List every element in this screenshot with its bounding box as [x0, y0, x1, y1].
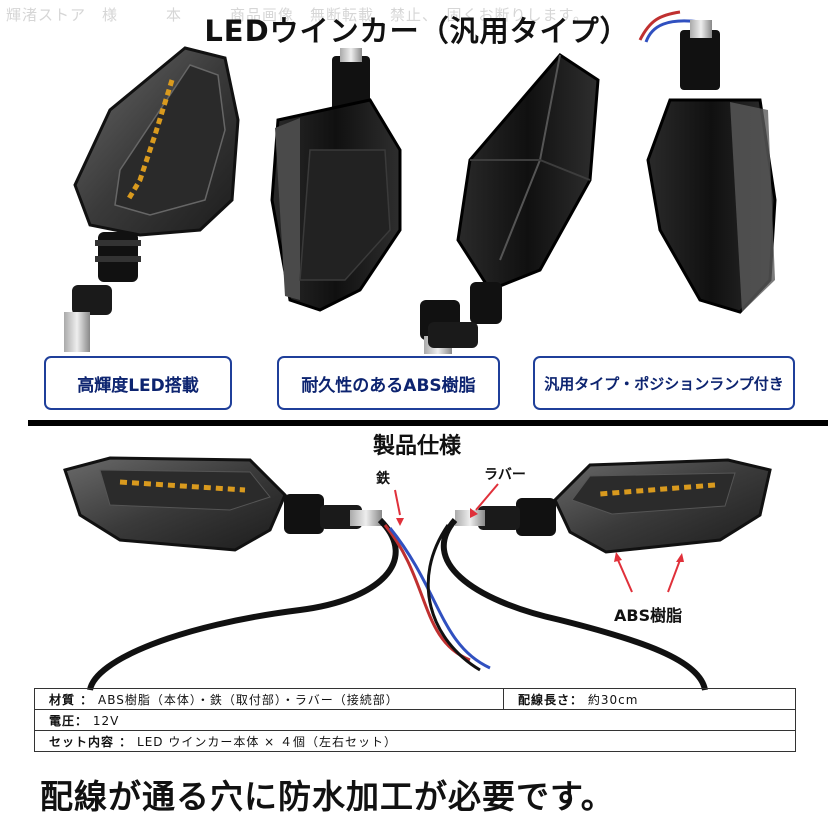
spec-cell-set-contents: セット内容 ： LED ウインカー本体 × ４個（左右セット） [34, 730, 796, 752]
waterproof-note: 配線が通る穴に防水加工が必要です。 [40, 777, 615, 816]
callout-rubber: ラバー [484, 467, 526, 483]
spec-value: LED ウインカー本体 × ４個（左右セット） [137, 734, 398, 749]
table-row: 電圧： 12V [34, 709, 796, 731]
feature-badge-durability: 耐久性のあるABS樹脂 [277, 356, 500, 410]
product-photo-front [64, 46, 240, 352]
table-row: 材質 ： ABS樹脂（本体）・鉄（取付部）・ラバー（接続部） 配線長さ： 約30… [34, 688, 796, 710]
spec-key: 材質 ： [49, 692, 94, 707]
callout-iron: 鉄 [376, 471, 390, 487]
spec-table: 材質 ： ABS樹脂（本体）・鉄（取付部）・ラバー（接続部） 配線長さ： 約30… [34, 688, 796, 752]
product-photo-back [270, 48, 460, 354]
callout-arrows [394, 483, 684, 593]
product-photo-top [428, 53, 600, 348]
product-photo-left-spec [63, 456, 382, 552]
page-title: LEDウインカー（汎用タイプ） [204, 14, 630, 48]
feature-badge-brightness: 高輝度LED搭載 [44, 356, 232, 410]
spec-key: 電圧： [49, 713, 89, 728]
section-divider [28, 420, 828, 426]
feature-badge-universal: 汎用タイプ・ポジションランプ付き [533, 356, 795, 410]
spec-value: 12V [92, 713, 120, 728]
table-row: セット内容 ： LED ウインカー本体 × ４個（左右セット） [34, 730, 796, 752]
spec-value: 約30cm [587, 692, 639, 707]
spec-cell-wire-length: 配線長さ： 約30cm [503, 688, 796, 710]
wire-harness [87, 517, 708, 691]
specs-title: 製品仕様 [372, 434, 461, 459]
spec-cell-material: 材質 ： ABS樹脂（本体）・鉄（取付部）・ラバー（接続部） [34, 688, 504, 710]
feature-label: 高輝度LED搭載 [77, 375, 199, 396]
feature-label: 耐久性のあるABS樹脂 [301, 375, 476, 396]
spec-key: セット内容 ： [49, 734, 133, 749]
spec-cell-voltage: 電圧： 12V [34, 709, 796, 731]
product-photo-right-spec [455, 458, 772, 554]
spec-value: ABS樹脂（本体）・鉄（取付部）・ラバー（接続部） [98, 692, 399, 707]
product-photo-side [638, 10, 777, 314]
spec-key: 配線長さ： [518, 692, 584, 707]
feature-label: 汎用タイプ・ポジションランプ付き [544, 374, 784, 393]
watermark-text: 輝渚ストア 様 本 商品画像 無断転載 禁止、 固くお断りします。 [6, 6, 590, 24]
callout-abs: ABS樹脂 [614, 606, 683, 625]
